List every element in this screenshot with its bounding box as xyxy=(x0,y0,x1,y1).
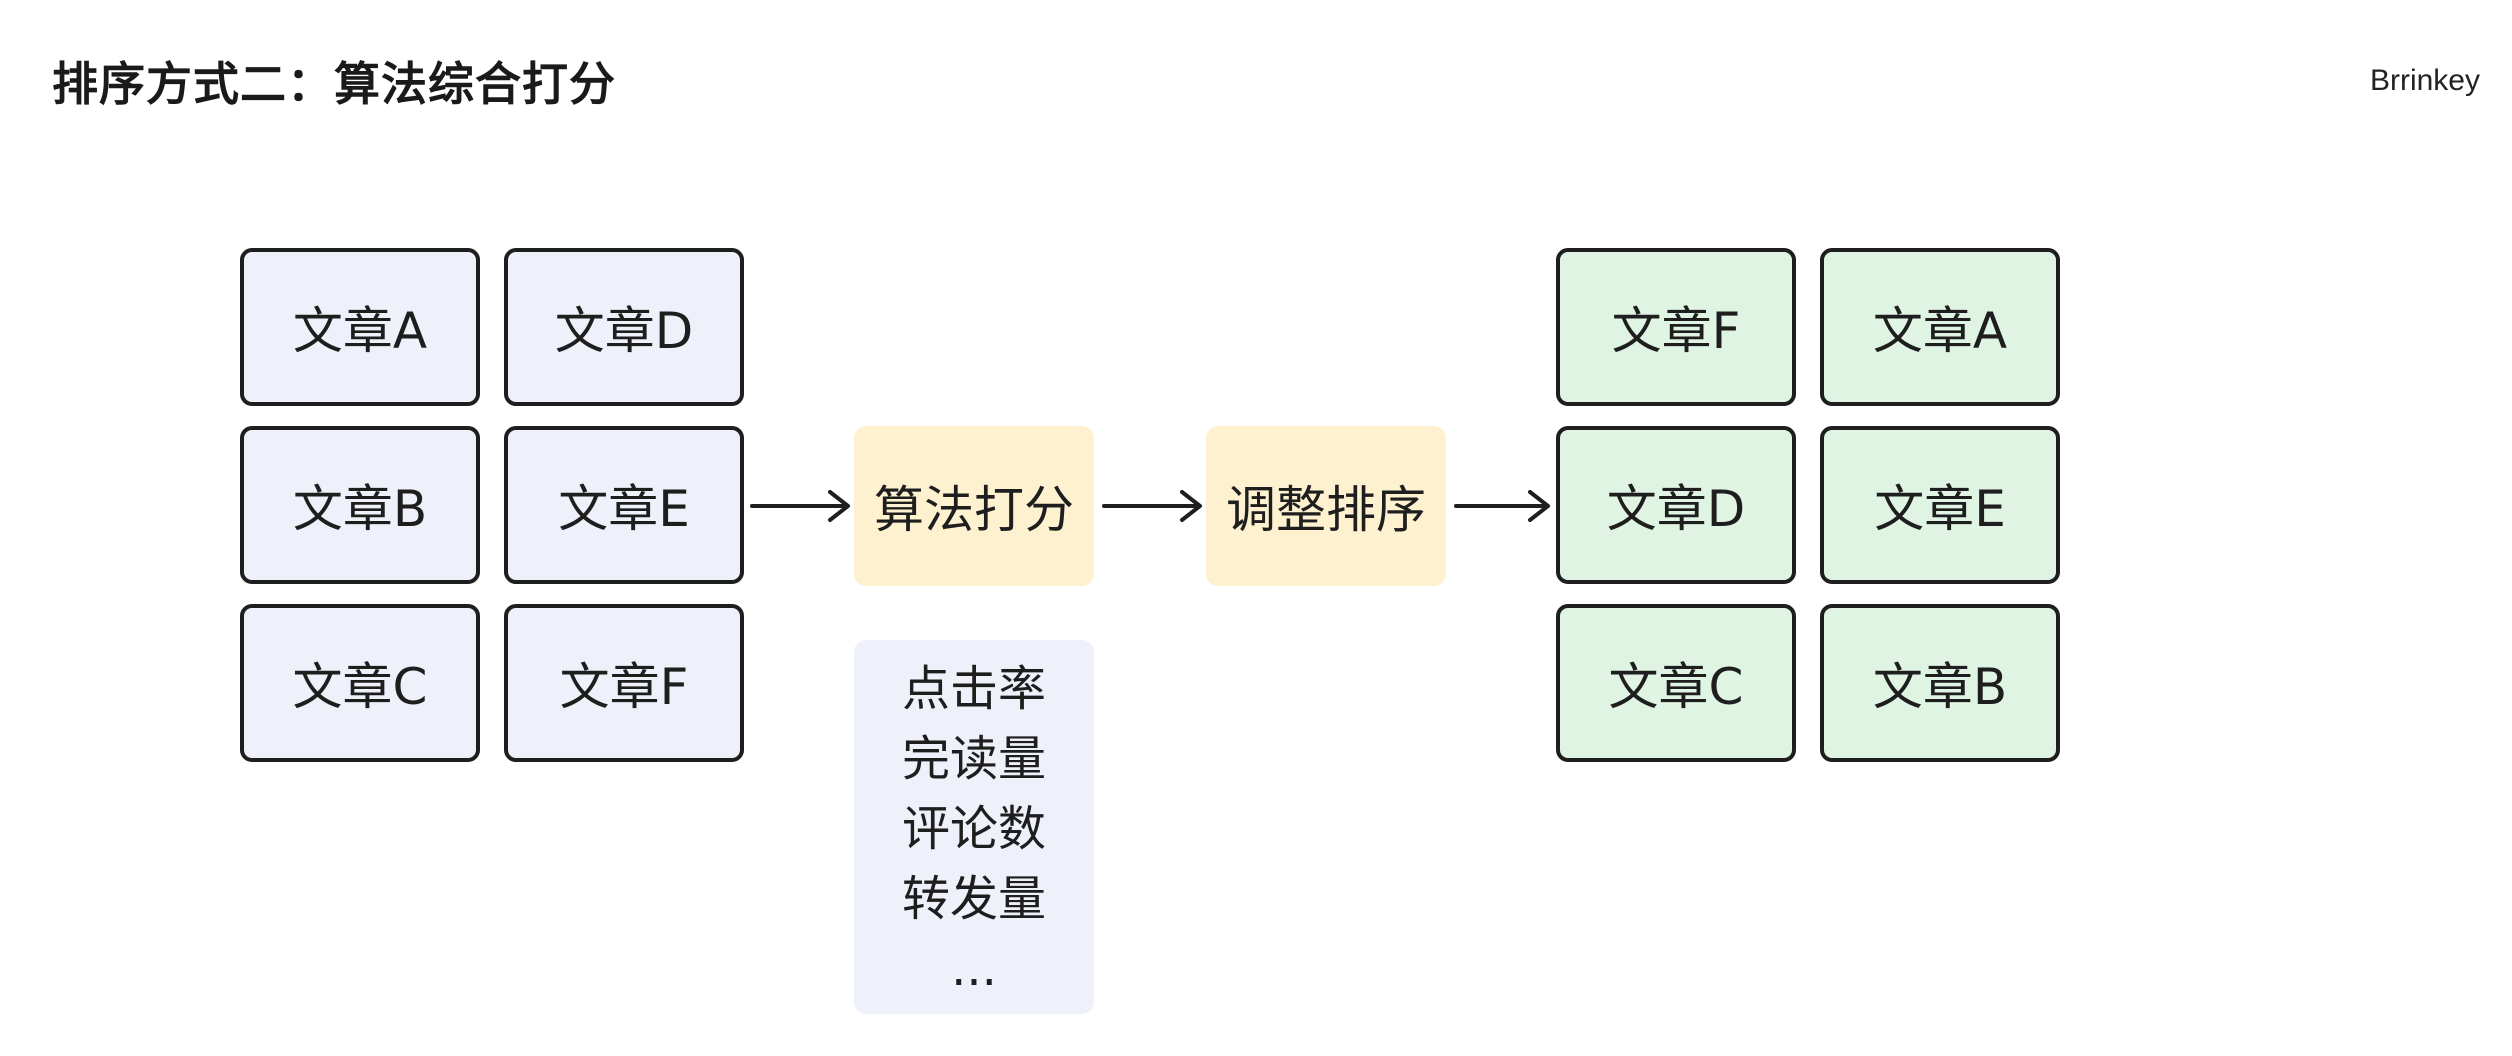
input-article-card: 文章D xyxy=(504,248,744,406)
factor-item: 点击率 xyxy=(901,661,1046,717)
factor-item: ... xyxy=(951,941,997,997)
author-label: Brrinkey xyxy=(2369,64,2480,97)
scoring-factors-box: 点击率 完读量 评论数 转发量 ... xyxy=(854,640,1094,1014)
input-article-card: 文章B xyxy=(240,426,480,584)
step-reorder: 调整排序 xyxy=(1206,426,1446,586)
output-article-card: 文章B xyxy=(1820,604,2060,762)
input-article-card: 文章C xyxy=(240,604,480,762)
arrow-icon xyxy=(1454,490,1550,522)
output-article-card: 文章C xyxy=(1556,604,1796,762)
output-article-card: 文章E xyxy=(1820,426,2060,584)
output-article-card: 文章D xyxy=(1556,426,1796,584)
factor-item: 完读量 xyxy=(901,731,1046,787)
output-article-card: 文章F xyxy=(1556,248,1796,406)
output-article-card: 文章A xyxy=(1820,248,2060,406)
factor-item: 评论数 xyxy=(901,801,1046,857)
arrow-icon xyxy=(1102,490,1202,522)
arrow-icon xyxy=(750,490,850,522)
step-algorithm-scoring: 算法打分 xyxy=(854,426,1094,586)
page-title: 排序方式二：算法综合打分 xyxy=(52,57,616,111)
input-article-card: 文章A xyxy=(240,248,480,406)
factor-item: 转发量 xyxy=(901,871,1046,927)
input-article-card: 文章F xyxy=(504,604,744,762)
input-article-card: 文章E xyxy=(504,426,744,584)
